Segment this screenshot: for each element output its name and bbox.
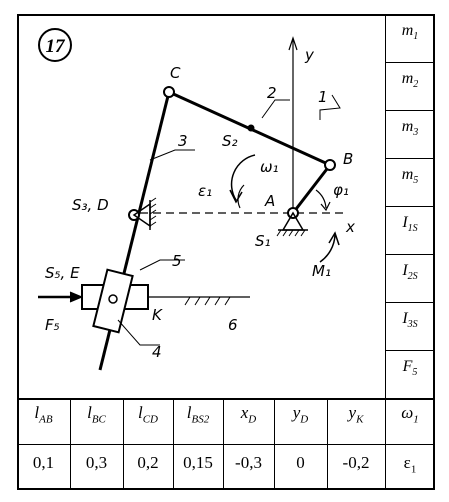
header-yD: yD <box>292 403 309 426</box>
side-row-divider <box>385 302 435 303</box>
side-row-divider <box>385 254 435 255</box>
label-E: S₅, E <box>45 264 80 282</box>
value-lAB: 0,1 <box>32 453 55 472</box>
side-row-divider <box>385 62 435 63</box>
joint-B <box>324 159 336 171</box>
y-axis-arrow <box>288 36 298 51</box>
label-C: C <box>170 64 181 82</box>
value-lBC: 0,3 <box>85 453 108 472</box>
header-omega1: ω1 <box>401 403 419 426</box>
label-force: F₅ <box>45 316 60 334</box>
page-frame <box>17 14 435 490</box>
label-epsilon: ε₁ <box>198 182 212 200</box>
label-link-6: 6 <box>228 316 238 334</box>
label-S1: S₁ <box>255 232 271 250</box>
value-lCD: 0,2 <box>137 453 159 472</box>
header-yK: yK <box>348 403 364 426</box>
table-col-divider <box>123 398 124 490</box>
label-D: S₃, D <box>72 196 109 214</box>
leader-5 <box>139 259 185 271</box>
side-param-m1: m1 <box>401 22 419 43</box>
variant-circle <box>38 28 72 62</box>
label-S2: S₂ <box>222 132 238 150</box>
label-omega: ω₁ <box>260 158 279 176</box>
label-link-4: 4 <box>152 343 162 361</box>
table-col-divider <box>327 398 328 490</box>
leader-1 <box>319 94 341 120</box>
label-link-2: 2 <box>267 84 277 102</box>
table-col-divider <box>385 398 386 490</box>
label-link-5: 5 <box>172 252 182 270</box>
header-lBS2: lBS2 <box>186 403 210 426</box>
phi-arc <box>315 189 327 209</box>
label-A: A <box>264 192 275 210</box>
joint-C <box>163 86 175 98</box>
label-B: B <box>343 150 353 168</box>
leader-2 <box>261 99 290 119</box>
label-phi: φ₁ <box>333 181 349 199</box>
label-link-3: 3 <box>178 132 188 150</box>
point-S2 <box>247 124 255 132</box>
value-xD: -0,3 <box>235 453 262 472</box>
side-param-m3: m3 <box>401 118 419 139</box>
side-param-I1S: I1S <box>402 214 418 235</box>
side-row-divider <box>385 206 435 207</box>
header-lAB: lAB <box>34 403 53 426</box>
omega-arc <box>230 154 256 201</box>
x-axis-label: x <box>345 218 355 236</box>
leader-3 <box>149 149 195 161</box>
table-col-divider <box>70 398 71 490</box>
value-omega1: ε1 <box>403 453 417 476</box>
link-1 <box>291 164 332 214</box>
table-top-border <box>17 398 435 400</box>
leader-4 <box>117 319 160 346</box>
variant-number: 17 <box>46 36 67 57</box>
value-yK: -0,2 <box>342 453 370 472</box>
point-E <box>108 294 118 304</box>
value-lBS2: 0,15 <box>183 453 213 472</box>
label-K: K <box>152 306 163 324</box>
header-lCD: lCD <box>137 403 158 426</box>
table-col-divider <box>274 398 275 490</box>
table-row-divider <box>17 444 435 445</box>
value-yD: 0 <box>296 453 305 472</box>
table-col-divider <box>173 398 174 490</box>
epsilon-arc <box>237 184 245 209</box>
side-param-I2S: I2S <box>402 262 418 283</box>
side-row-divider <box>385 110 435 111</box>
header-lBC: lBC <box>87 403 106 426</box>
header-xD: xD <box>240 403 257 426</box>
y-axis-label: y <box>304 46 315 64</box>
side-row-divider <box>385 350 435 351</box>
side-param-m5: m5 <box>401 166 419 187</box>
side-param-m2: m2 <box>401 70 419 91</box>
label-moment: M₁ <box>312 262 331 280</box>
moment-arc <box>319 234 336 263</box>
side-param-F5: F5 <box>402 358 418 379</box>
side-param-I3S: I3S <box>402 310 418 331</box>
side-row-divider <box>385 158 435 159</box>
label-link-1: 1 <box>318 88 328 106</box>
table-col-divider <box>223 398 224 490</box>
